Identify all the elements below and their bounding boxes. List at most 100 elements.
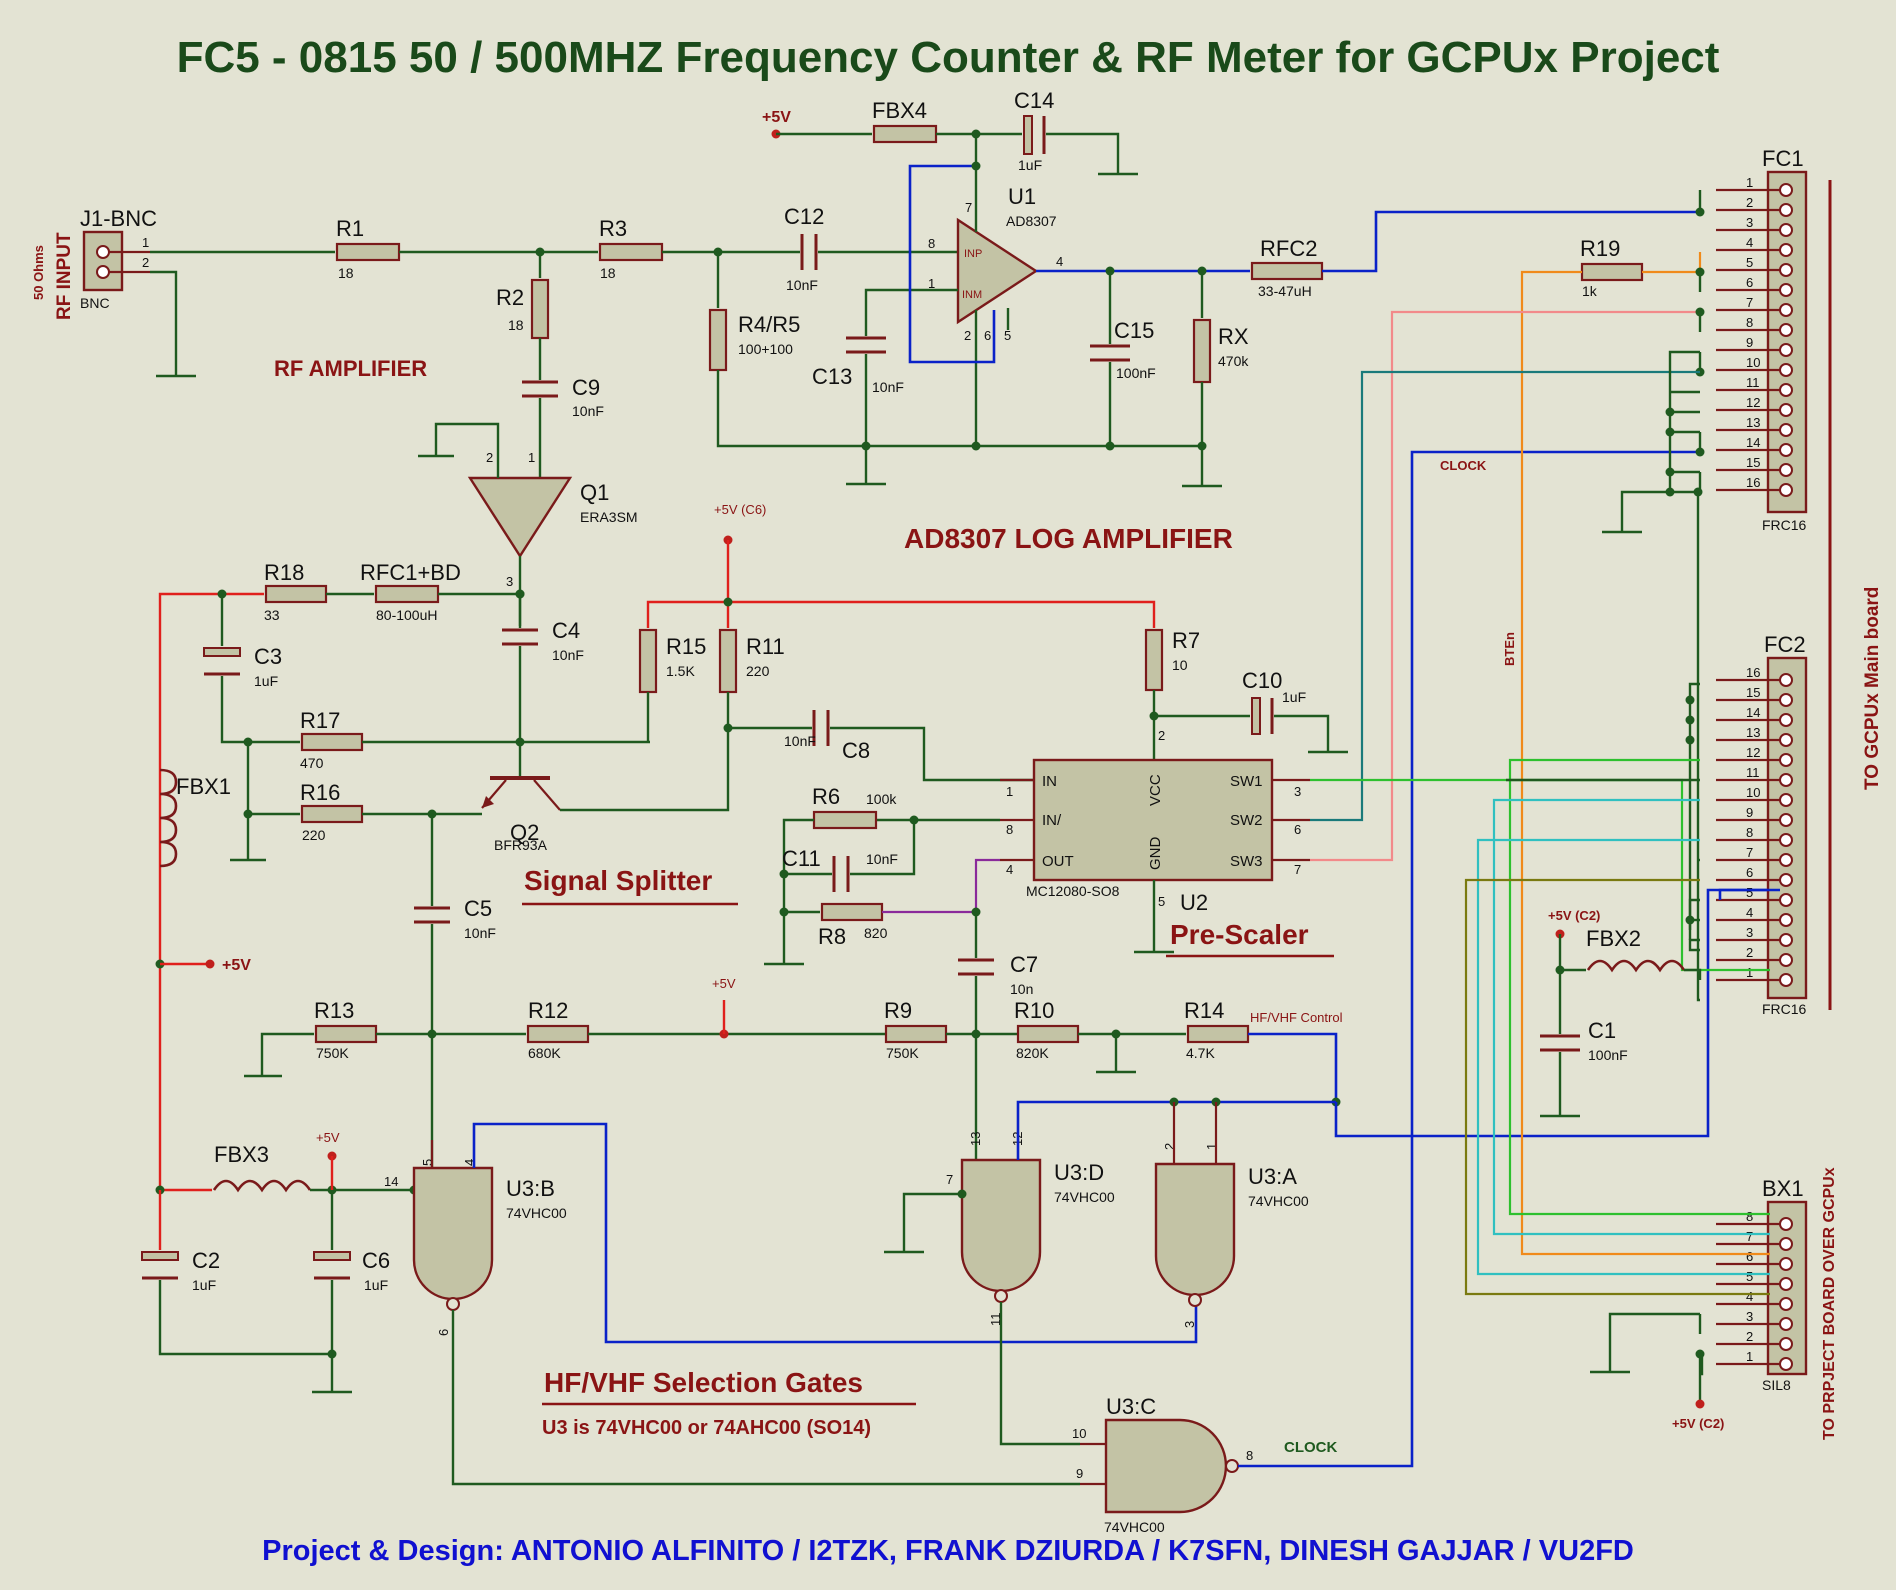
connector-pin-number: 14 (1746, 705, 1760, 720)
capacitor-c15: C15 100nF (1090, 318, 1156, 381)
connector-pin-number: 15 (1746, 455, 1760, 470)
svg-text:2: 2 (964, 328, 971, 343)
connector-pin-number: 1 (1746, 175, 1753, 190)
svg-text:R6: R6 (812, 784, 840, 809)
resistor-r2: R2 18 (496, 278, 550, 340)
inductor-rfc2: RFC2 33-47uH (1250, 236, 1324, 299)
svg-text:VCC: VCC (1147, 774, 1164, 806)
svg-text:10nF: 10nF (572, 403, 604, 419)
connector-pin (1779, 873, 1793, 887)
svg-text:SW2: SW2 (1230, 812, 1263, 829)
clock-label-bottom: CLOCK (1284, 1439, 1337, 1456)
svg-text:6: 6 (984, 328, 991, 343)
connector-pin-number: 14 (1746, 435, 1760, 450)
svg-text:18: 18 (508, 317, 524, 333)
inductor-rfc1: RFC1+BD 80-100uH (360, 560, 461, 623)
j1-ref: J1-BNC (80, 206, 157, 231)
connector-j1: J1-BNC BNC 1 2 (80, 206, 157, 311)
connector-pin-number: 9 (1746, 335, 1753, 350)
connector-pin-number: 2 (1746, 1329, 1753, 1344)
svg-text:C7: C7 (1010, 952, 1038, 977)
connector-pin-number: 2 (1746, 945, 1753, 960)
clock-label-top: CLOCK (1440, 458, 1487, 473)
resistor-r7: R7 10 (1144, 628, 1200, 692)
connector-pin-number: 3 (1746, 215, 1753, 230)
svg-text:750K: 750K (316, 1045, 349, 1061)
svg-text:10: 10 (1172, 657, 1188, 673)
ferrite-fbx4: FBX4 (872, 98, 938, 144)
svg-text:5: 5 (420, 1159, 435, 1166)
svg-text:U3:A: U3:A (1248, 1164, 1297, 1189)
connector-pin (1779, 973, 1793, 987)
nand-gate-u3a: U3:A 74VHC00 2 1 3 (1154, 1143, 1309, 1328)
nand-gate-u3d: U3:D 74VHC00 13 12 7 11 (946, 1132, 1115, 1326)
connector-pin-number: 13 (1746, 415, 1760, 430)
svg-text:IN: IN (1042, 773, 1057, 790)
connector-pin (1779, 793, 1793, 807)
connector-pin (1779, 423, 1793, 437)
connector-pin-number: 3 (1746, 925, 1753, 940)
connector-pin (1779, 713, 1793, 727)
svg-text:2: 2 (1162, 1143, 1177, 1150)
svg-text:820K: 820K (1016, 1045, 1049, 1061)
connector-pin (1779, 303, 1793, 317)
svg-text:4: 4 (1056, 254, 1063, 269)
connector-pin (1779, 693, 1793, 707)
ohms-label: 50 Ohms (31, 245, 46, 300)
svg-text:C15: C15 (1114, 318, 1154, 343)
svg-text:10n: 10n (1010, 981, 1033, 997)
connector-pin-number: 4 (1746, 235, 1753, 250)
connector-pin-number: 8 (1746, 315, 1753, 330)
svg-text:1.5K: 1.5K (666, 663, 695, 679)
connector-pin-number: 4 (1746, 905, 1753, 920)
connector-pin-number: 12 (1746, 395, 1760, 410)
svg-text:750K: 750K (886, 1045, 919, 1061)
svg-text:SIL8: SIL8 (1762, 1377, 1791, 1393)
connector-pin (1779, 483, 1793, 497)
svg-text:8: 8 (928, 236, 935, 251)
svg-text:470k: 470k (1218, 353, 1249, 369)
svg-text:10nF: 10nF (866, 851, 898, 867)
svg-text:C2: C2 (192, 1248, 220, 1273)
svg-text:MC12080-SO8: MC12080-SO8 (1026, 883, 1120, 899)
capacitor-c5: C5 10nF (414, 896, 496, 941)
capacitor-c11: C11 10nF (782, 846, 898, 892)
connector-pin (1779, 383, 1793, 397)
schematic-title: FC5 - 0815 50 / 500MHZ Frequency Counter… (177, 33, 1720, 82)
capacitor-c14: C14 1uF (1014, 88, 1054, 173)
svg-text:U2: U2 (1180, 890, 1208, 915)
capacitor-c6: C6 1uF (313, 1248, 390, 1293)
svg-text:ERA3SM: ERA3SM (580, 509, 638, 525)
connector-pin (1779, 1217, 1793, 1231)
connector-pin (1779, 813, 1793, 827)
svg-text:74VHC00: 74VHC00 (1054, 1189, 1115, 1205)
connector-pin-number: 10 (1746, 785, 1760, 800)
svg-text:C13: C13 (812, 364, 852, 389)
selection-gates-note: U3 is 74VHC00 or 74AHC00 (SO14) (542, 1417, 871, 1439)
svg-text:R19: R19 (1580, 236, 1620, 261)
connector-pin (1779, 1277, 1793, 1291)
connector-pin (1779, 773, 1793, 787)
svg-text:3: 3 (506, 574, 513, 589)
connector-pin-number: 2 (1746, 195, 1753, 210)
svg-text:R1: R1 (336, 216, 364, 241)
resistor-r6: R6 100k (812, 784, 897, 830)
capacitor-c10: C10 1uF (1242, 668, 1306, 735)
connector-pin-number: 3 (1746, 1309, 1753, 1324)
connector-pin (1779, 953, 1793, 967)
capacitor-c7: C7 10n (958, 952, 1038, 997)
capacitor-c13: C13 10nF (812, 336, 904, 395)
connector-pin (1779, 1297, 1793, 1311)
footer-credits: Project & Design: ANTONIO ALFINITO / I2T… (262, 1535, 1634, 1567)
svg-text:C4: C4 (552, 618, 580, 643)
svg-text:100nF: 100nF (1116, 365, 1156, 381)
svg-text:C8: C8 (842, 738, 870, 763)
svg-text:C11: C11 (782, 846, 821, 871)
svg-text:1: 1 (928, 276, 935, 291)
resistor-r15: R15 1.5K (638, 628, 706, 694)
resistor-r12: R12 680K (526, 998, 590, 1061)
p5v-label-left: +5V (222, 957, 251, 974)
svg-text:1uF: 1uF (192, 1277, 216, 1293)
